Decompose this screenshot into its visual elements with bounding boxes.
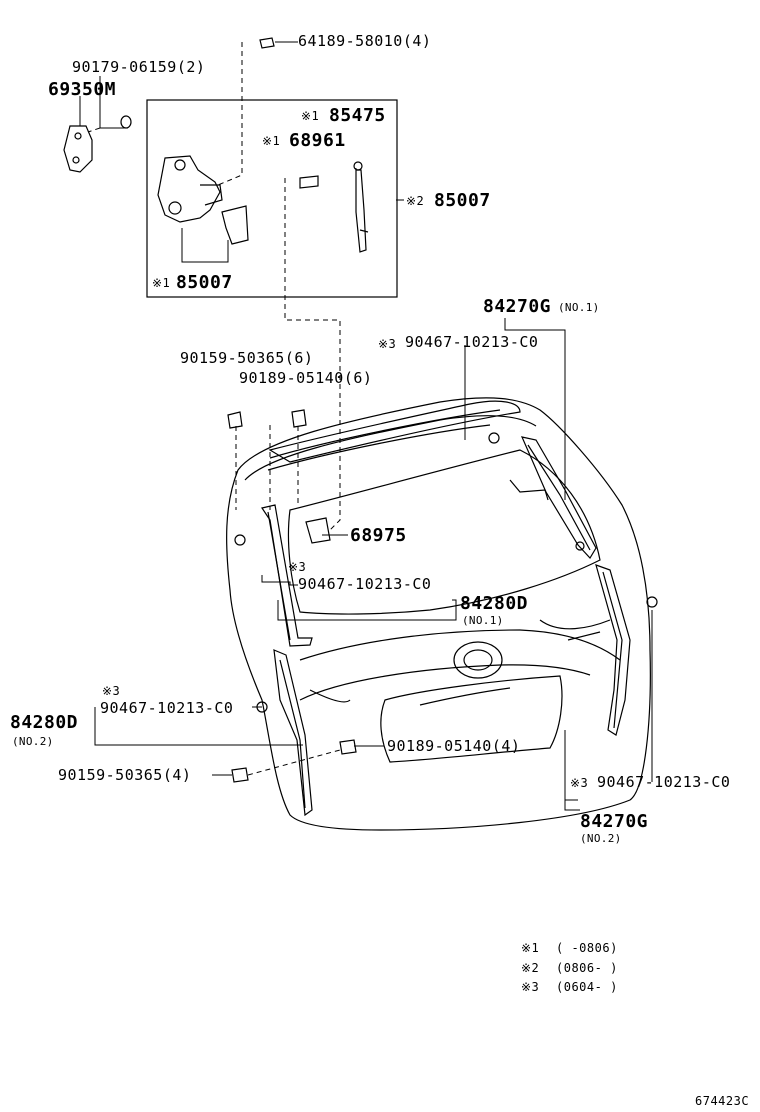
switch-69350m — [63, 125, 93, 173]
mark-90467-c: ※3 — [102, 684, 121, 698]
clip-68961 — [299, 175, 319, 189]
label-90189-top: 90189-05140(6) — [239, 369, 373, 387]
closer-rod — [353, 161, 369, 253]
label-84270g-no1-sub: (NO.1) — [558, 301, 600, 314]
label-85007-left: 85007 — [176, 272, 233, 293]
label-84280d-no2: 84280D — [10, 712, 79, 733]
label-84270g-no1: 84270G — [483, 296, 552, 317]
label-64189-58010: 64189-58010(4) — [298, 32, 432, 50]
motor-assembly — [157, 155, 249, 245]
label-90159-bottom: 90159-50365(4) — [58, 766, 192, 784]
clip-90189-top — [291, 409, 307, 428]
clip-90159-bottom — [231, 767, 249, 783]
window-opening — [287, 449, 601, 615]
label-84280d-no1-sub: (NO.1) — [462, 614, 504, 627]
mark-90467-b: ※3 — [288, 560, 307, 574]
label-90467-b: 90467-10213-C0 — [298, 575, 432, 593]
bolt-64189 — [259, 37, 275, 49]
weatherstrip-no1-right — [520, 436, 597, 559]
label-84280d-no1: 84280D — [460, 593, 529, 614]
label-84280d-no2-sub: (NO.2) — [12, 735, 54, 748]
label-68961: 68961 — [289, 130, 346, 151]
label-84270g-no2-sub: (NO.2) — [580, 832, 622, 845]
mark-68961: ※1 — [262, 134, 281, 148]
label-90467-a: 90467-10213-C0 — [405, 333, 539, 351]
label-85475: 85475 — [329, 105, 386, 126]
label-90467-c: 90467-10213-C0 — [100, 699, 234, 717]
label-90159-top: 90159-50365(6) — [180, 349, 314, 367]
legend-mark-2: ※2 — [521, 961, 540, 975]
mark-85475: ※1 — [301, 109, 320, 123]
legend-mark-3: ※3 — [521, 980, 540, 994]
label-90189-bottom: 90189-05140(4) — [387, 737, 521, 755]
label-85007-right: 85007 — [434, 190, 491, 211]
weatherstrip-no2-right — [595, 564, 631, 736]
screw-90179 — [120, 115, 132, 129]
label-90179-06159: 90179-06159(2) — [72, 58, 206, 76]
mark-90467-a: ※3 — [378, 337, 397, 351]
license-plate-recess — [380, 675, 563, 763]
mark-90467-d: ※3 — [570, 776, 589, 790]
diagram-id: 674423C — [695, 1094, 750, 1108]
mark-85007-left: ※1 — [152, 276, 171, 290]
inset-box — [146, 99, 398, 298]
label-69350m: 69350M — [48, 79, 117, 100]
back-door-outline — [226, 397, 651, 831]
legend-range-1: ( -0806) — [556, 941, 618, 955]
label-68975: 68975 — [350, 525, 407, 546]
clip-90189-bottom — [339, 739, 357, 755]
legend-mark-1: ※1 — [521, 941, 540, 955]
weatherstrip-no2-left — [273, 649, 313, 817]
label-90467-d: 90467-10213-C0 — [597, 773, 731, 791]
clip-90159-top — [227, 411, 243, 429]
emblem — [453, 641, 503, 679]
legend-range-3: (0604- ) — [556, 980, 618, 994]
legend-range-2: (0806- ) — [556, 961, 618, 975]
bracket-68975 — [305, 517, 331, 544]
label-84270g-no2: 84270G — [580, 811, 649, 832]
mark-85007-right: ※2 — [406, 194, 425, 208]
clip-90467-a — [488, 432, 500, 444]
